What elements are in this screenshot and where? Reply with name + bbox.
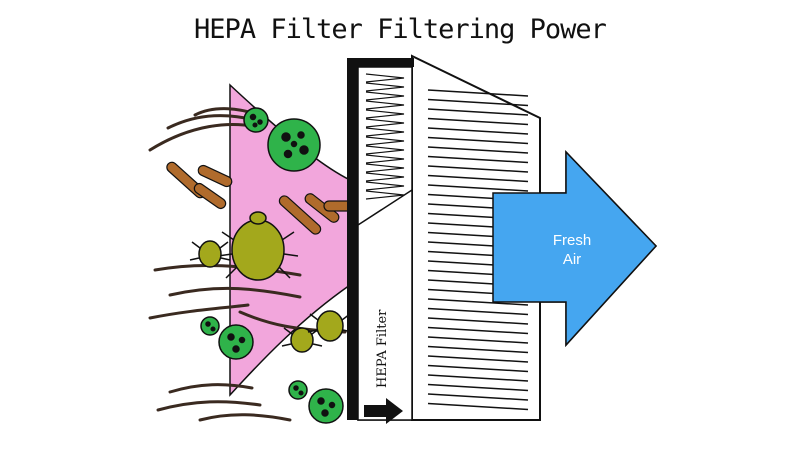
hair-strand-icon <box>168 383 254 394</box>
diagram-title: HEPA Filter Filtering Power <box>194 14 607 45</box>
filter-front-pleat <box>365 181 405 191</box>
filter-pleat-line <box>427 355 529 363</box>
hair-strand-icon <box>198 413 292 422</box>
fresh-air-label-line-1: Fresh <box>553 232 591 249</box>
filter-front-pleat <box>365 118 405 128</box>
filter-frame-top <box>347 58 414 67</box>
filter-pleat-line <box>427 174 529 183</box>
filter-pleat-line <box>427 326 529 335</box>
filter-pleat-line <box>427 127 529 135</box>
filter-pleat-line <box>427 117 529 126</box>
filter-cover-panel <box>357 188 413 421</box>
filter-front-pleat <box>365 91 405 101</box>
filter-frame-edge <box>347 58 358 420</box>
filter-front-pleat <box>365 82 405 92</box>
pollen-rod-icon <box>197 164 233 188</box>
pollen-rod-icon <box>278 195 322 235</box>
fresh-air-label-line-2: Air <box>563 251 581 268</box>
hair-strand-icon <box>156 400 262 412</box>
filter-pleat-line <box>427 307 529 316</box>
filter-pleat-line <box>427 165 529 173</box>
filter-front-pleat <box>365 127 405 137</box>
filter-pleat-line <box>427 317 529 325</box>
dust-mite-icon <box>281 327 323 353</box>
hepa-filter: HEPA Filter <box>347 54 541 424</box>
filter-pleat-line <box>427 108 529 116</box>
filter-front-pleat <box>365 109 405 119</box>
filter-pleat-line <box>427 98 529 107</box>
filter-pleat-line <box>427 184 529 192</box>
dust-mite-icon <box>307 310 353 342</box>
filter-pleat-line <box>427 336 529 344</box>
filter-front-pleat <box>365 145 405 155</box>
fresh-air-arrow-head <box>492 150 658 347</box>
pollen-rods <box>166 161 353 235</box>
filter-pleat-line <box>427 298 529 306</box>
dust-mite-icon <box>217 211 299 281</box>
filter-front-pleat <box>365 73 405 83</box>
filter-pleat-line <box>427 393 529 401</box>
viruses <box>200 107 344 424</box>
virus-icon <box>308 388 344 424</box>
filter-front-pleat <box>365 172 405 182</box>
filter-front-pleat <box>365 163 405 173</box>
hair-strands <box>148 107 347 422</box>
virus-icon <box>243 107 269 133</box>
filter-pleat-line <box>427 402 529 411</box>
dust-mites <box>189 211 353 353</box>
filter-front-pleat <box>365 100 405 110</box>
virus-icon <box>218 324 254 360</box>
filter-pleat-line <box>427 89 529 97</box>
arrow-right-icon <box>364 398 403 424</box>
filter-pleat-line <box>427 155 529 164</box>
filter-pleat-line <box>427 383 529 392</box>
hepa-filter-label: HEPA Filter <box>375 309 390 388</box>
filter-pleat-line <box>427 364 529 373</box>
filter-front-pleat <box>365 136 405 146</box>
filter-pleat-line <box>427 374 529 382</box>
hair-strand-icon <box>153 263 302 277</box>
pollen-rod-icon <box>193 182 227 210</box>
dust-mite-icon <box>189 240 231 268</box>
virus-icon <box>200 316 220 336</box>
virus-icon <box>267 118 321 172</box>
filter-front-pleat <box>365 154 405 164</box>
hair-strand-icon <box>148 303 250 320</box>
filter-pleat-line <box>427 146 529 154</box>
virus-icon <box>288 380 308 400</box>
filter-pleat-line <box>427 136 529 145</box>
filter-pleat-line <box>427 345 529 354</box>
filter-front-pleats <box>365 73 405 200</box>
hair-strand-icon <box>168 286 302 299</box>
